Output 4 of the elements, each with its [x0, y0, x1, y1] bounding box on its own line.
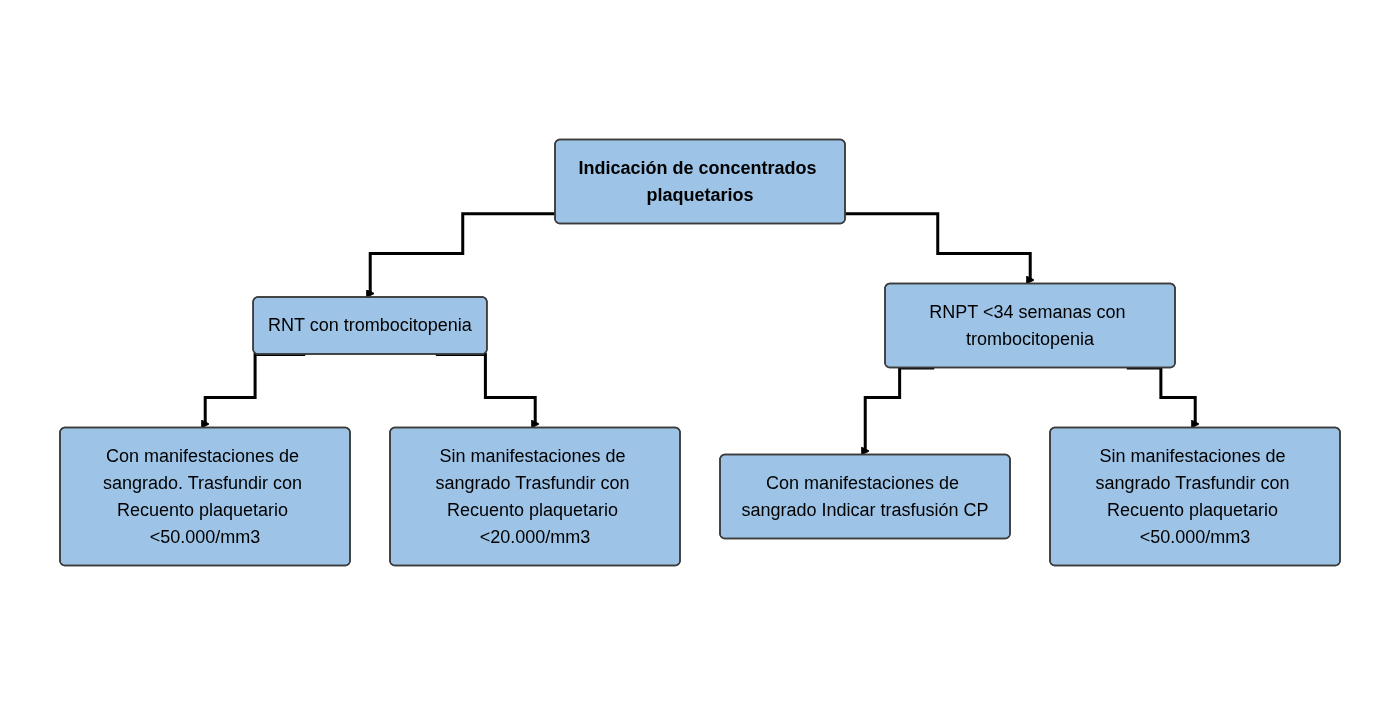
arrow	[845, 212, 1035, 285]
arrow	[860, 366, 934, 456]
arrow	[1126, 366, 1200, 429]
arrow	[365, 212, 555, 298]
